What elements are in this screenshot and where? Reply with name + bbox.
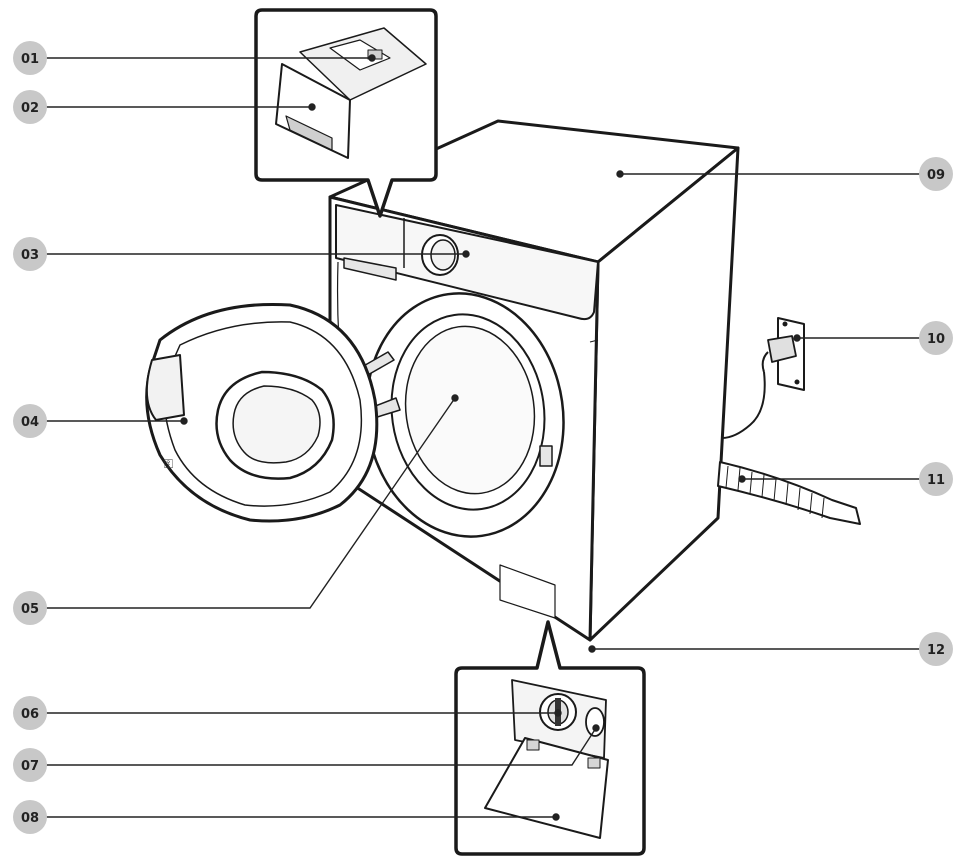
callout-badge-08: 08 (13, 800, 47, 834)
callout-label-09: 09 (927, 168, 945, 183)
leader-dot-12 (588, 645, 596, 653)
callout-badges: 01 02 03 04 05 06 07 08 (13, 41, 953, 834)
detergent-drawer-inset (254, 8, 438, 218)
callout-badge-01: 01 (13, 41, 47, 75)
callout-label-06: 06 (21, 707, 39, 722)
callout-badge-07: 07 (13, 748, 47, 782)
callout-label-10: 10 (927, 332, 945, 347)
leader-dot-01 (368, 54, 376, 62)
callout-badge-05: 05 (13, 591, 47, 625)
leader-dot-02 (308, 103, 316, 111)
leader-dot-03 (462, 250, 470, 258)
callout-label-02: 02 (21, 101, 39, 116)
leader-line-07 (44, 727, 597, 766)
leader-dot-08 (552, 813, 560, 821)
callouts (44, 54, 920, 821)
leader-dot-10 (793, 334, 801, 342)
drain-hose (717, 461, 861, 525)
leader-dot-04 (180, 417, 188, 425)
callout-label-07: 07 (21, 759, 39, 774)
callout-badge-11: 11 (919, 462, 953, 496)
leader-line-05 (44, 397, 456, 609)
callout-label-04: 04 (21, 415, 39, 430)
callout-label-01: 01 (21, 52, 39, 67)
leader-dot-07 (592, 724, 600, 732)
callout-label-11: 11 (927, 473, 945, 488)
callout-label-08: 08 (21, 811, 39, 826)
washer-body (328, 119, 740, 642)
filter-inset (454, 620, 646, 856)
leader-dot-09 (616, 170, 624, 178)
callout-label-03: 03 (21, 248, 39, 263)
callout-badge-10: 10 (919, 321, 953, 355)
svg-text:⚿: ⚿ (164, 457, 173, 471)
leader-dot-11 (738, 475, 746, 483)
callout-badge-03: 03 (13, 237, 47, 271)
callout-badge-06: 06 (13, 696, 47, 730)
leader-dot-05 (451, 394, 459, 402)
callout-badge-12: 12 (919, 632, 953, 666)
leader-dot-06 (554, 709, 562, 717)
callout-label-12: 12 (927, 643, 945, 658)
callout-label-05: 05 (21, 602, 39, 617)
callout-badge-02: 02 (13, 90, 47, 124)
open-door: ⚿ (145, 302, 379, 523)
power-plug (721, 317, 805, 439)
callout-badge-04: 04 (13, 404, 47, 438)
callout-badge-09: 09 (919, 157, 953, 191)
